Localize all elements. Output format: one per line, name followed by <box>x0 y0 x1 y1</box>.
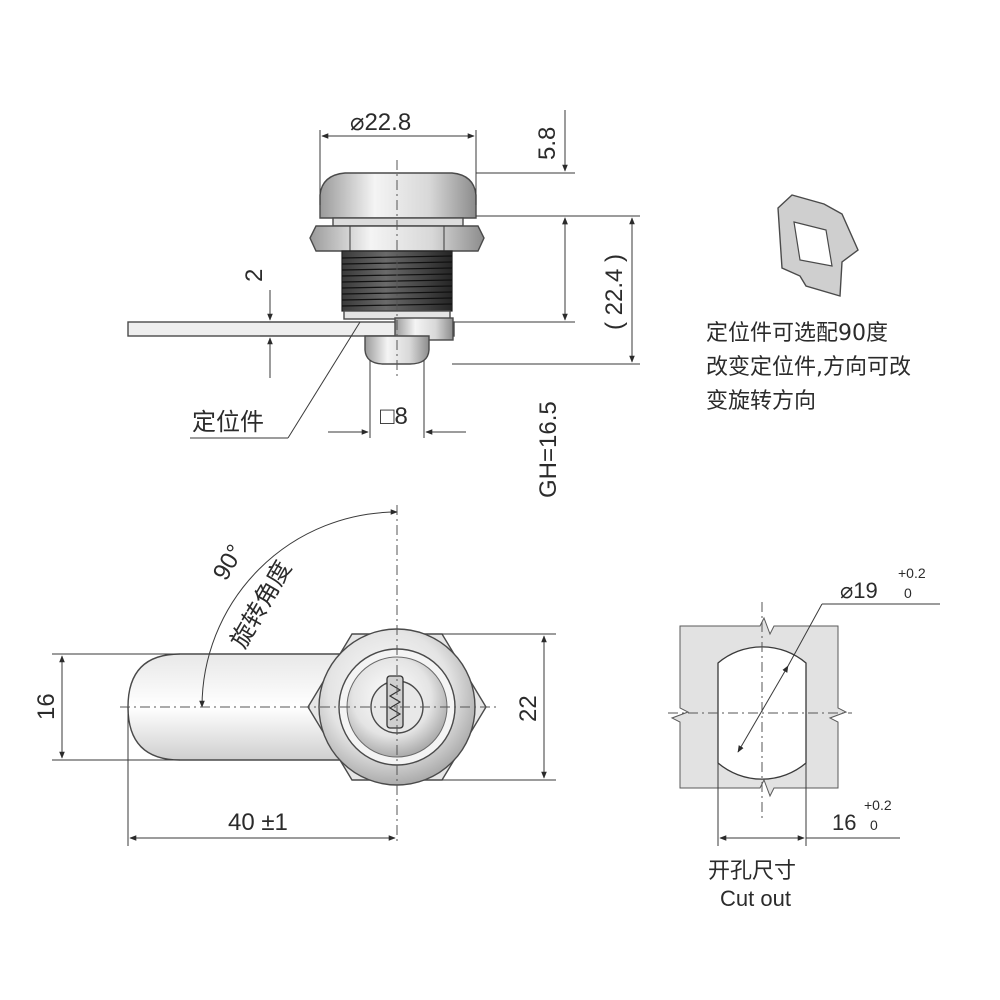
flange-cap <box>319 172 477 219</box>
cutout-view: ⌀19 +0.2 0 16 +0.2 0 开孔尺寸 Cut out <box>668 565 940 911</box>
cutout-diameter-tol-upper: +0.2 <box>898 565 926 581</box>
locator-note-line-2: 改变定位件,方向可改 <box>706 355 911 380</box>
front-view: 90° 旋转角度 16 22 40 ±1 <box>33 505 556 846</box>
diameter-dimension: ⌀22.8 <box>350 109 411 136</box>
locator-note-line-3: 变旋转方向 <box>706 389 816 414</box>
locator-square-hole <box>793 221 833 267</box>
flange-thickness-dimension: 5.8 <box>534 127 561 160</box>
cutout-title-cn: 开孔尺寸 <box>708 859 796 884</box>
cutout-flat-tol-upper: +0.2 <box>864 797 892 813</box>
cutout-title-en: Cut out <box>720 886 791 911</box>
cutout-diameter-dimension: ⌀19 <box>840 578 878 603</box>
locator-detail: 定位件可选配90度 改变定位件,方向可改 变旋转方向 <box>706 194 911 414</box>
cutout-diameter-tol-lower: 0 <box>904 585 912 601</box>
hex-nut <box>309 225 485 252</box>
nut-dimension: 22 <box>515 695 542 722</box>
gap-dimension: 2 <box>241 269 268 282</box>
rotation-arc <box>199 509 398 708</box>
square-dimension: □8 <box>380 403 408 430</box>
cutout-flat-tol-lower: 0 <box>870 817 878 833</box>
rotation-angle-label: 90° <box>208 540 250 585</box>
locator-note-line-1: 定位件可选配90度 <box>706 321 888 346</box>
grip-height-dimension: GH=16.5 <box>535 401 562 498</box>
cam-width-dimension: 16 <box>33 693 60 720</box>
body-length-dimension: ( 22.4 ) <box>601 254 628 330</box>
cutout-flat-dimension: 16 <box>832 810 856 835</box>
locator-callout: 定位件 <box>192 408 264 436</box>
washer <box>332 217 464 227</box>
side-view: ⌀22.8 5.8 ( 22.4 ) GH=16.5 2 □8 定位件 <box>127 109 640 498</box>
cam-length-dimension: 40 ±1 <box>228 809 288 836</box>
